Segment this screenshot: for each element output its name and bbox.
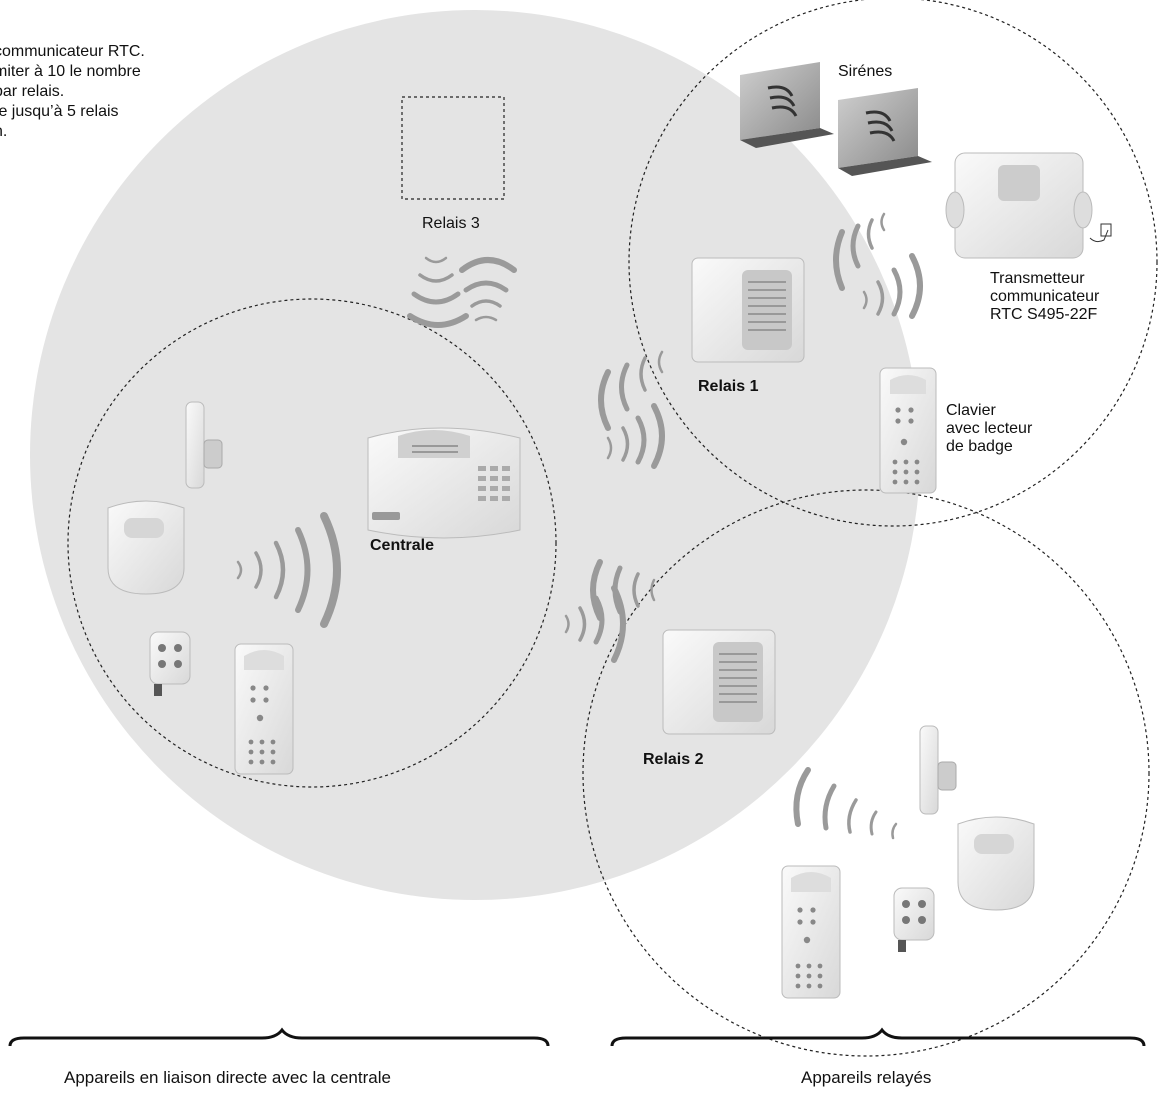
intro-line: te jusqu’à 5 relais <box>0 103 119 120</box>
intro-line: miter à 10 le nombre <box>0 63 141 80</box>
transmetteur-label-line: communicateur <box>990 288 1100 305</box>
intro-line: par relais. <box>0 83 65 100</box>
relais3-label: Relais 3 <box>422 215 480 232</box>
direct-link-circle <box>67 298 557 788</box>
transmetteur-label-line: RTC S495-22F <box>990 306 1098 323</box>
clavier-label-line: de badge <box>946 438 1013 455</box>
intro-text: communicateur RTC. miter à 10 le nombre … <box>0 42 224 142</box>
motion-detector-device <box>107 500 185 595</box>
relais1-device <box>691 257 805 363</box>
relayed-devices-brace <box>610 1027 1146 1047</box>
door-contact-device <box>919 725 957 815</box>
clavier-label: Clavier avec lecteur de badge <box>946 402 1032 456</box>
keypad-device <box>781 865 841 999</box>
clavier-label-line: avec lecteur <box>946 420 1033 437</box>
relais2-device <box>662 629 776 735</box>
radio-waves-icon <box>236 212 923 840</box>
clavier-label-line: Clavier <box>946 402 996 419</box>
relayed-devices-caption: Appareils relayés <box>801 1068 932 1087</box>
sirene-device <box>740 62 834 148</box>
centrale-device <box>367 427 521 539</box>
transmetteur-label-line: Transmetteur <box>990 270 1085 287</box>
centrale-label: Centrale <box>370 537 435 554</box>
sirene-device <box>838 88 932 176</box>
remote-control-device <box>893 887 935 952</box>
relais1-label: Relais 1 <box>698 378 759 395</box>
transmetteur-device <box>945 152 1112 259</box>
remote-control-device <box>149 631 191 696</box>
motion-detector-device <box>957 816 1035 911</box>
relais2-label: Relais 2 <box>643 751 704 768</box>
intro-line: n. <box>0 123 8 140</box>
relais1-circle <box>628 0 1158 527</box>
direct-devices-caption: Appareils en liaison directe avec la cen… <box>64 1068 391 1087</box>
keypad-device <box>234 643 294 775</box>
relais2-circle <box>582 489 1150 1057</box>
clavier-badge-device <box>879 367 937 494</box>
intro-line: communicateur RTC. <box>0 43 145 60</box>
transmetteur-label: Transmetteur communicateur RTC S495-22F <box>990 270 1099 324</box>
direct-devices-brace <box>8 1027 550 1047</box>
door-contact-device <box>185 401 223 489</box>
sirenes-label: Sirénes <box>838 63 893 80</box>
relais3-placeholder <box>401 96 505 200</box>
